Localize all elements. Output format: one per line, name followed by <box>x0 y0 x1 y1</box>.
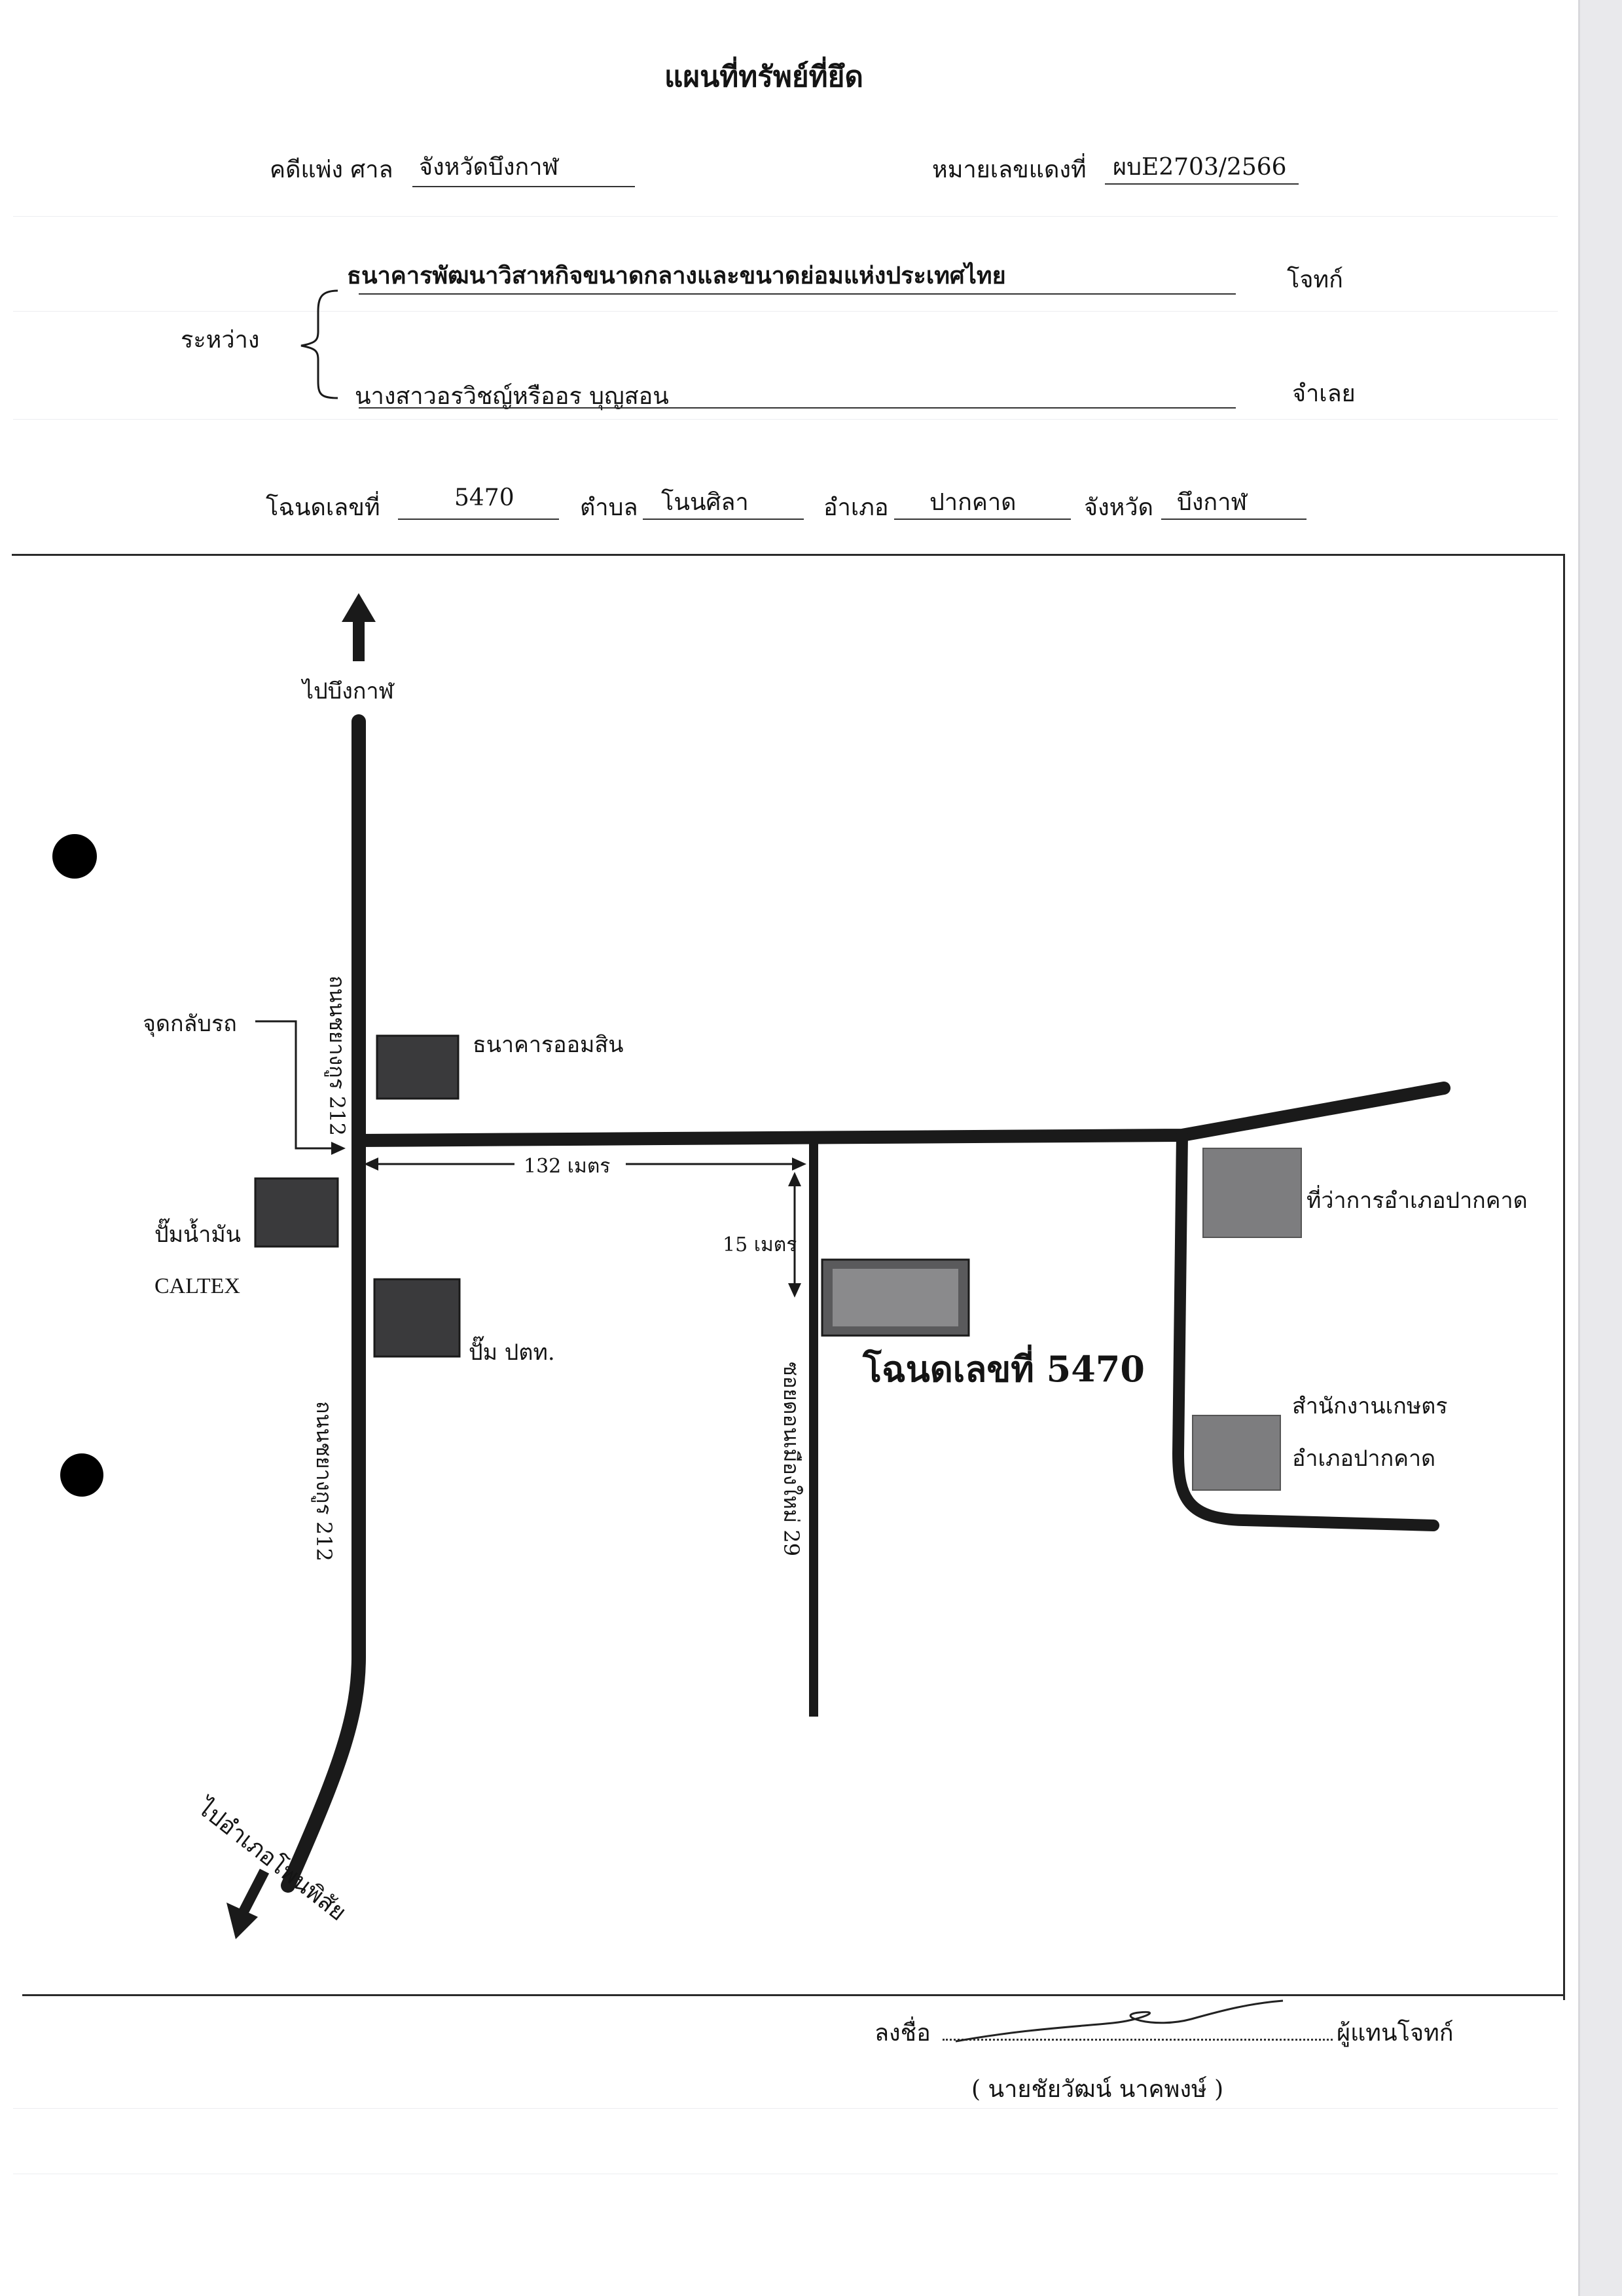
red-number-label: หมายเลขแดงที่ <box>932 156 1087 183</box>
brace-icon <box>300 289 338 399</box>
distance-horizontal-label: 132 เมตร <box>524 1155 611 1178</box>
province-label: จังหวัด <box>1084 494 1153 521</box>
side-road <box>352 1082 1451 1147</box>
soi-label: ซอยดอนเมืองใหม่ 29 <box>779 1362 804 1556</box>
main-road <box>281 714 366 1893</box>
deed-number-underline <box>398 519 559 520</box>
defendant-name: นางสาวอรวิชญ์หรืออร บุญสอน <box>355 383 669 410</box>
agri-office-building <box>1192 1415 1281 1491</box>
punch-hole <box>52 834 97 879</box>
court-underline <box>412 186 635 187</box>
defendant-underline <box>359 407 1236 409</box>
page-title: แผนที่ทรัพย์ที่ยึด <box>664 60 864 94</box>
plaintiff-underline <box>359 293 1236 295</box>
road-label-lower: ถนนชยางกูร 212 <box>311 1401 336 1561</box>
court-value: จังหวัดบึงกาฬ <box>419 154 559 181</box>
signer-role: ผู้แทนโจทก์ <box>1337 2020 1454 2047</box>
district-underline <box>894 519 1071 520</box>
signature-scribble <box>955 1999 1284 2043</box>
road-label-upper: ถนนชยางกูร 212 <box>324 975 350 1136</box>
distance-vertical-marker <box>788 1172 801 1298</box>
ptt-label: ปั๊ม ปตท. <box>469 1339 555 1366</box>
ptt-building <box>373 1278 461 1358</box>
page-edge <box>1578 0 1622 2296</box>
bank-label: ธนาคารออมสิน <box>473 1032 624 1058</box>
to-north-label: ไปบึงกาฬ <box>302 678 394 704</box>
signature-dotted-line <box>943 2039 1333 2041</box>
caltex-building <box>254 1177 339 1248</box>
distance-horizontal-marker <box>364 1152 806 1176</box>
subdistrict-value: โนนศิลา <box>661 489 749 516</box>
scan-rule <box>13 311 1558 312</box>
office-road <box>1172 1129 1439 1531</box>
bank-building <box>376 1034 460 1100</box>
plaintiff-role: โจทก์ <box>1287 266 1343 293</box>
u-turn-label: จุดกลับรถ <box>143 1011 237 1037</box>
scan-rule <box>13 2108 1558 2109</box>
red-number-underline <box>1105 183 1299 185</box>
between-label: ระหว่าง <box>181 327 260 354</box>
district-office-label: ที่ว่าการอำเภอปากคาด <box>1307 1188 1528 1214</box>
map-frame-bottom <box>22 1994 1564 1996</box>
plaintiff-name: ธนาคารพัฒนาวิสาหกิจขนาดกลางและขนาดย่อมแห… <box>347 262 1006 289</box>
deed-label: โฉนดเลขที่ <box>266 494 380 521</box>
province-value: บึงกาฬ <box>1177 489 1248 516</box>
case-label: คดีแพ่ง ศาล <box>270 156 393 183</box>
map-frame <box>12 554 1565 2000</box>
gas-station-label: ปั๊มน้ำมัน <box>154 1222 241 1248</box>
district-office-building <box>1202 1148 1302 1238</box>
province-underline <box>1161 519 1307 520</box>
punch-hole <box>60 1453 103 1497</box>
subdistrict-underline <box>643 519 804 520</box>
sign-label: ลงชื่อ <box>874 2020 931 2047</box>
defendant-role: จำเลย <box>1292 380 1356 407</box>
district-value: ปากคาด <box>929 489 1017 516</box>
caltex-label: CALTEX <box>154 1274 240 1298</box>
u-turn-pointer <box>255 1020 333 1150</box>
distance-vertical-label: 15 เมตร <box>723 1233 797 1256</box>
property-label: โฉนดเลขที่ 5470 <box>863 1348 1145 1390</box>
south-arrow-icon <box>226 1868 270 1939</box>
property-plot <box>821 1258 970 1337</box>
signer-name: ( นายชัยวัฒน์ นาคพงษ์ ) <box>971 2076 1224 2103</box>
scan-rule <box>13 419 1558 420</box>
subdistrict-label: ตำบล <box>580 494 638 521</box>
north-arrow-icon <box>342 593 376 661</box>
deed-number: 5470 <box>454 484 514 511</box>
agri-office-label-line1: สำนักงานเกษตร <box>1292 1393 1448 1419</box>
district-label: อำเภอ <box>823 494 889 521</box>
u-turn-arrowhead <box>331 1142 346 1155</box>
red-number-value: ผบE2703/2566 <box>1113 154 1287 181</box>
scan-rule <box>13 216 1558 217</box>
agri-office-label-line2: อำเภอปากคาด <box>1292 1446 1436 1472</box>
to-south-label: ไปอำเภอโพนพิสัย <box>191 1793 351 1926</box>
